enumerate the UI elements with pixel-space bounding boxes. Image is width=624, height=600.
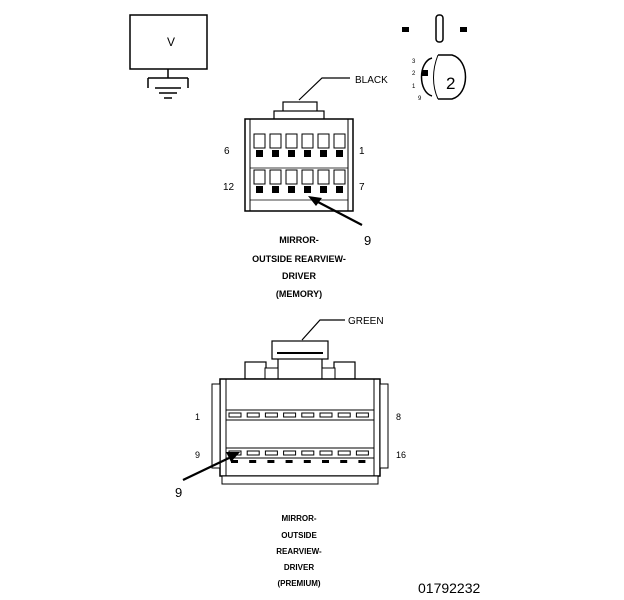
connector-caption-line: MIRROR- <box>279 235 319 245</box>
terminal-side-view-icon <box>420 54 467 100</box>
terminal-slot <box>283 412 297 418</box>
probe-pin-label: 9 <box>418 96 422 102</box>
pin-number-label: 12 <box>223 182 235 193</box>
terminal-cavity <box>285 133 298 149</box>
terminal-cavity <box>317 133 330 149</box>
terminal-slot <box>264 450 278 456</box>
connector-caption-line: MIRROR- <box>281 514 316 523</box>
terminal-pin <box>320 186 327 193</box>
pin-number-label: 6 <box>224 146 230 157</box>
connector-caption-line: DRIVER <box>282 271 317 281</box>
connector-body <box>244 118 354 212</box>
terminal-cavity <box>301 169 314 185</box>
terminal-pin <box>304 186 311 193</box>
terminal-key <box>322 460 329 463</box>
terminal-slot <box>337 412 351 418</box>
terminal-slot <box>355 450 369 456</box>
terminal-cavity <box>301 133 314 149</box>
connector-color-label: GREEN <box>348 316 384 327</box>
ground-symbol-icon <box>155 87 181 99</box>
terminal-pin <box>256 186 263 193</box>
probe-legend: 2 3 2 1 9 <box>402 14 467 102</box>
terminal-slot <box>264 412 278 418</box>
terminal-cavities <box>253 133 346 193</box>
voltmeter-symbol: V <box>167 35 175 49</box>
figure-id: 01792232 <box>418 580 481 596</box>
terminal-key <box>358 460 366 463</box>
pin-number-label: 16 <box>396 450 406 460</box>
terminal-cavity <box>253 133 266 149</box>
connector-caption-line: (PREMIUM) <box>277 579 320 588</box>
terminal-slot <box>228 412 242 418</box>
pin-number-label: 1 <box>359 146 365 157</box>
terminal-pin <box>288 186 295 193</box>
terminal-key <box>231 460 238 463</box>
probe-pin-label: 1 <box>412 84 416 90</box>
connector-caption-line: OUTSIDE <box>281 531 317 540</box>
terminal-slot <box>246 412 260 418</box>
terminal-slot <box>283 450 297 456</box>
terminal-slot <box>355 412 369 418</box>
pin-callout-number: 9 <box>175 485 182 500</box>
terminal-slot <box>337 450 351 456</box>
probe-slot-icon <box>435 14 444 43</box>
terminal-pin <box>272 186 279 193</box>
connector-caption-line: REARVIEW- <box>276 547 322 556</box>
terminal-key <box>340 460 348 463</box>
terminal-slot <box>301 412 315 418</box>
probe-pin-label: 3 <box>412 59 416 65</box>
terminal-slot <box>246 450 260 456</box>
terminal-cavity <box>269 169 282 185</box>
pin-number-label: 7 <box>359 182 365 193</box>
pin-number-label: 1 <box>195 412 200 422</box>
terminal-pin <box>256 150 263 157</box>
terminal-key <box>285 460 293 463</box>
terminal-pin <box>320 150 327 157</box>
terminal-slot <box>301 450 315 456</box>
terminal-pin <box>272 150 279 157</box>
connector-body <box>219 378 381 477</box>
terminal-slot <box>319 412 333 418</box>
pin-callout-arrow-icon <box>308 196 363 226</box>
terminal-key <box>303 460 311 463</box>
terminal-key <box>267 460 275 463</box>
probe-dash-right-icon <box>460 27 467 32</box>
connector-caption-line: DRIVER <box>284 563 314 572</box>
terminal-pin <box>336 150 343 157</box>
terminal-cavity <box>269 133 282 149</box>
voltmeter-icon: V <box>129 14 208 99</box>
pin-callout-arrow-icon <box>182 452 240 481</box>
connector-latch-icon <box>271 340 329 360</box>
terminal-cavity <box>333 133 346 149</box>
probe-dash-left-icon <box>402 27 409 32</box>
connector-memory: BLACK 6 1 12 7 9 MIRROR- OUTSIDE REARVIE… <box>223 75 388 299</box>
terminal-cavity <box>285 169 298 185</box>
terminal-cavity <box>317 169 330 185</box>
probe-callout-number: 2 <box>446 74 455 93</box>
connector-caption-line: OUTSIDE REARVIEW- <box>252 254 346 264</box>
terminal-slot <box>319 450 333 456</box>
connector-caption-line: (MEMORY) <box>276 289 322 299</box>
terminal-pin <box>304 150 311 157</box>
probe-pin-label: 2 <box>412 71 416 77</box>
terminal-cavity <box>253 169 266 185</box>
pin-callout-number: 9 <box>364 233 371 248</box>
pin-number-label: 9 <box>195 450 200 460</box>
terminal-pin <box>288 150 295 157</box>
connector-color-label: BLACK <box>355 75 388 86</box>
connector-premium: GREEN 1 8 9 16 9 MIRROR- OUTSID <box>175 316 406 588</box>
pin-number-label: 8 <box>396 412 401 422</box>
terminal-cavity <box>333 169 346 185</box>
terminal-key <box>249 460 257 463</box>
terminal-pin <box>336 186 343 193</box>
